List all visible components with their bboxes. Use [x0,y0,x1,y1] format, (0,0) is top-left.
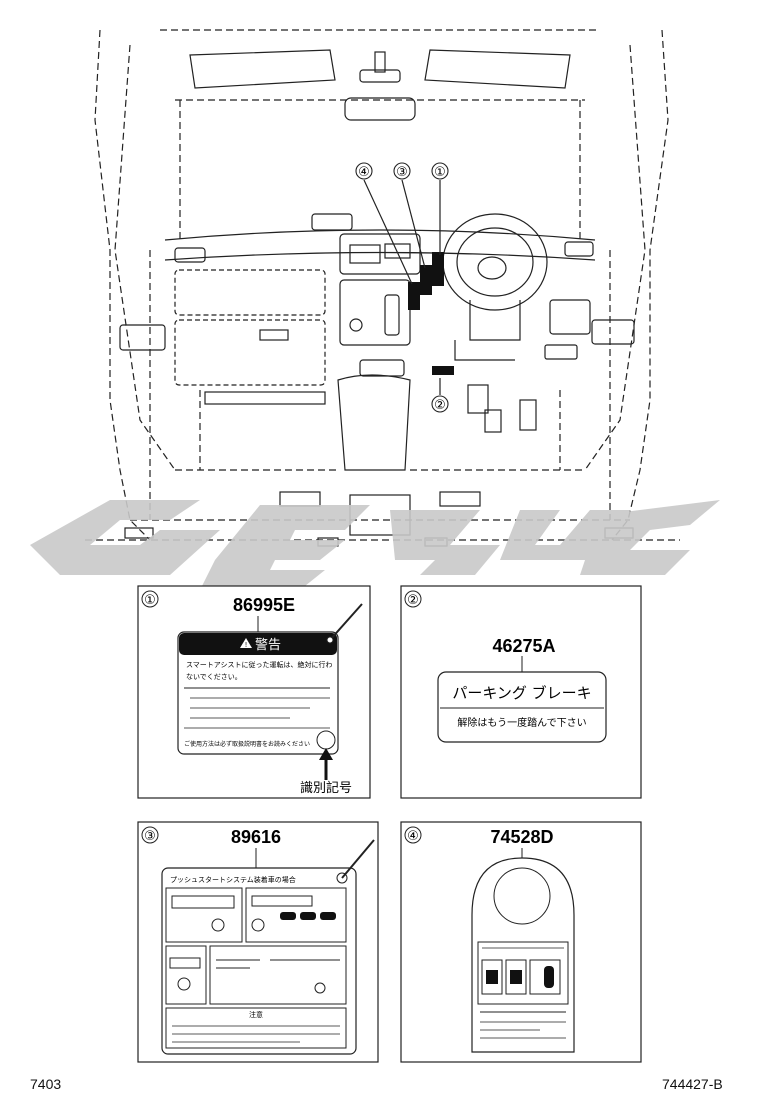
svg-text:③: ③ [396,165,408,180]
panel-1-line-1: スマートアシストに従った運転は、絶対に行わ [186,660,333,669]
warning-triangle-icon: ! [240,638,252,649]
footer-figure-id: 744427-B [662,1076,723,1092]
svg-text:!: ! [245,641,248,649]
identification-mark-label: 識別記号 [300,780,352,796]
panel-1-bottom-line: ご使用方法は必ず取扱説明書をお読みください [184,740,310,748]
panel-2-subtitle: 解除はもう一度踏んで下さい [457,716,586,729]
panel-1-part-number: 86995E [233,595,295,615]
panel-4-number: ④ [407,829,419,844]
vehicle-interior-illustration [85,29,680,547]
label-panel-2: ② 46275A パーキング ブレーキ 解除はもう一度踏んで下さい [400,585,642,799]
panel-3-notice: 注意 [249,1010,263,1019]
panel-3-header: プッシュスタートシステム装着車の場合 [170,875,296,884]
label-panel-1: ① 86995E ! 警告 スマートアシストに従った運転は、絶対に行わ ないでく… [137,585,371,799]
panel-1-line-2: ないでください。 [186,673,242,681]
panel-2-number: ② [407,593,419,608]
panel-2-title: パーキング ブレーキ [452,684,591,702]
panel-3-number: ③ [144,829,156,844]
panel-1-warning-title: 警告 [255,637,281,653]
panel-2-part-number: 46275A [492,636,555,656]
callout-4: ④ [355,162,373,180]
panel-3-part-number: 89616 [231,827,281,847]
callout-2: ② [431,395,449,413]
svg-text:④: ④ [358,165,370,180]
panel-1-number: ① [144,593,156,608]
label-panel-4: ④ 74528D [400,821,642,1063]
panel-4-part-number: 74528D [490,827,553,847]
callout-1: ① [431,162,449,180]
svg-text:②: ② [434,398,446,413]
svg-text:①: ① [434,165,446,180]
watermark-logo [30,500,720,590]
footer-page-code: 7403 [30,1076,62,1092]
label-panel-3: ③ 89616 プッシュスタートシステム装着車の場合 注意 [137,821,379,1063]
callout-3: ③ [393,162,411,180]
